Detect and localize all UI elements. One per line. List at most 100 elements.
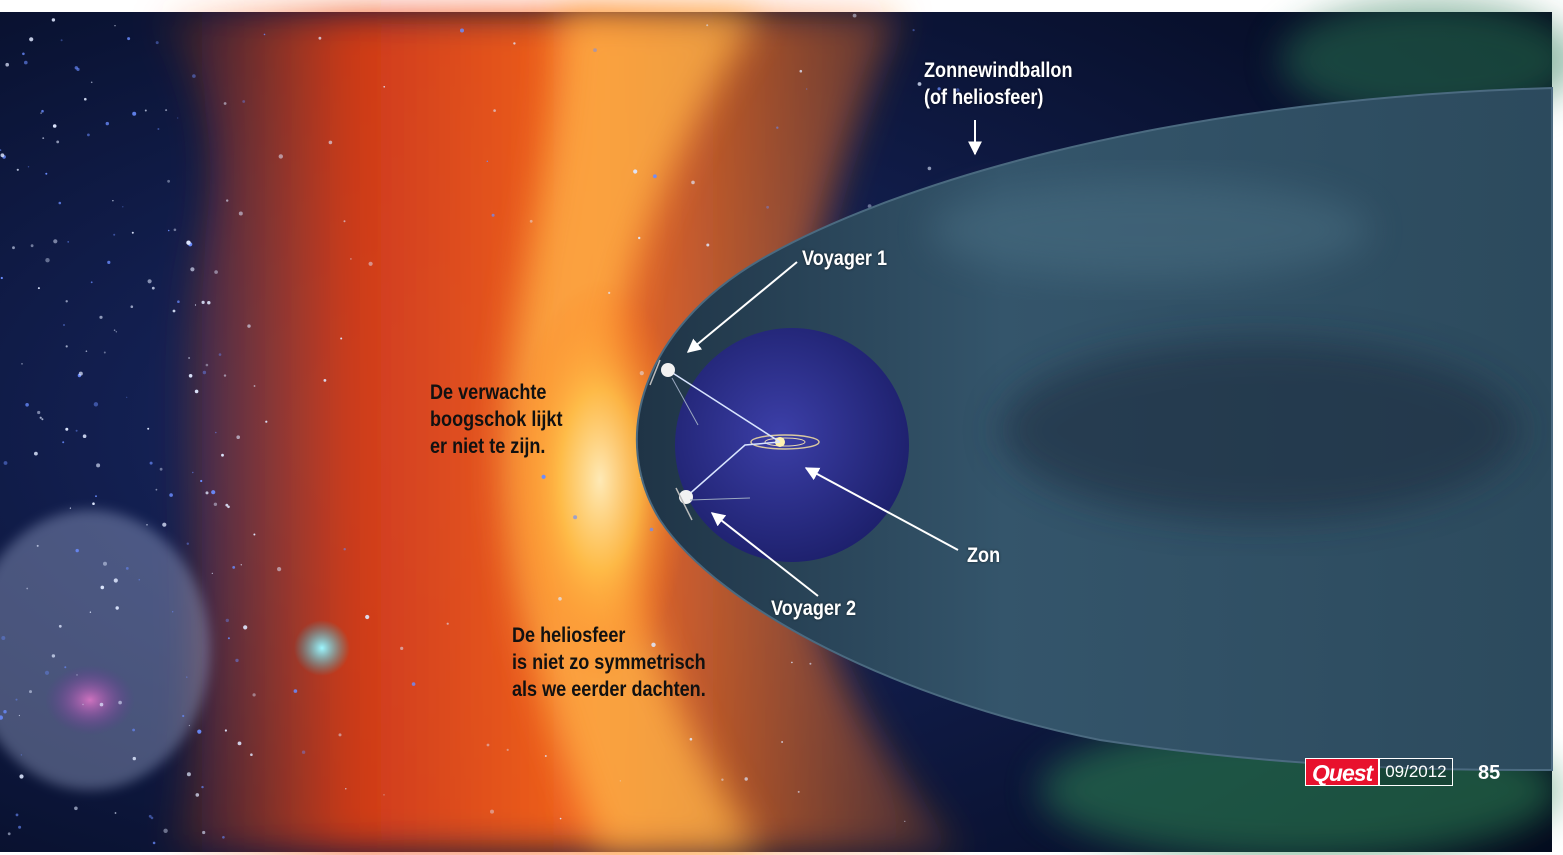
star bbox=[608, 291, 611, 294]
star bbox=[172, 611, 174, 613]
star bbox=[1, 636, 6, 640]
star bbox=[221, 453, 224, 457]
star bbox=[226, 199, 229, 202]
star bbox=[237, 741, 242, 746]
star bbox=[167, 179, 171, 183]
star bbox=[34, 451, 38, 456]
star bbox=[278, 154, 283, 159]
star bbox=[29, 690, 32, 694]
voyager2-arrow bbox=[710, 512, 819, 597]
inner-orbit bbox=[764, 437, 806, 447]
star bbox=[113, 578, 118, 583]
star bbox=[937, 87, 941, 91]
star bbox=[912, 29, 915, 32]
star bbox=[197, 729, 202, 734]
star bbox=[18, 825, 22, 829]
star bbox=[155, 41, 159, 45]
star bbox=[0, 276, 3, 280]
star bbox=[240, 564, 242, 566]
star bbox=[37, 287, 40, 290]
star bbox=[144, 109, 147, 112]
star bbox=[797, 790, 800, 793]
star bbox=[544, 755, 547, 757]
star bbox=[5, 62, 9, 67]
star bbox=[67, 241, 70, 243]
star bbox=[340, 337, 343, 340]
star bbox=[186, 240, 191, 245]
star bbox=[446, 622, 449, 625]
star bbox=[781, 741, 784, 743]
quest-logo: Quest bbox=[1305, 758, 1380, 786]
star bbox=[265, 420, 268, 423]
star bbox=[3, 461, 8, 465]
star bbox=[383, 86, 386, 88]
star bbox=[323, 379, 327, 382]
star bbox=[301, 750, 306, 754]
star bbox=[207, 301, 211, 305]
star bbox=[45, 258, 50, 263]
star bbox=[58, 201, 62, 205]
star bbox=[113, 329, 116, 332]
star bbox=[211, 490, 216, 495]
star bbox=[82, 703, 84, 706]
star bbox=[78, 371, 83, 376]
star bbox=[927, 166, 932, 171]
star bbox=[100, 585, 105, 590]
star bbox=[115, 606, 119, 610]
star bbox=[15, 813, 19, 817]
star bbox=[638, 236, 641, 240]
star bbox=[12, 246, 15, 250]
star bbox=[225, 618, 229, 623]
star bbox=[225, 503, 229, 507]
star bbox=[345, 788, 347, 790]
star bbox=[744, 777, 748, 781]
star bbox=[45, 172, 48, 175]
star bbox=[593, 48, 597, 52]
star bbox=[130, 305, 134, 309]
star bbox=[99, 315, 103, 319]
star bbox=[917, 82, 922, 86]
asymmetry-note: De heliosfeer is niet zo symmetrisch als… bbox=[512, 624, 706, 701]
star-cluster bbox=[0, 510, 210, 790]
star bbox=[343, 548, 346, 551]
star bbox=[491, 213, 495, 217]
star bbox=[29, 37, 34, 42]
star bbox=[82, 434, 87, 439]
star bbox=[247, 324, 251, 328]
star bbox=[172, 309, 176, 313]
star bbox=[201, 300, 205, 304]
star bbox=[115, 331, 118, 333]
star bbox=[122, 206, 124, 208]
star bbox=[62, 441, 65, 444]
star bbox=[107, 260, 111, 264]
star bbox=[152, 841, 156, 845]
star bbox=[706, 24, 709, 27]
star bbox=[188, 357, 191, 359]
star bbox=[85, 350, 88, 353]
star bbox=[188, 374, 193, 378]
issue-date: 09/2012 bbox=[1379, 758, 1453, 786]
star bbox=[529, 219, 533, 223]
star bbox=[39, 416, 42, 419]
star bbox=[649, 527, 654, 532]
star bbox=[65, 427, 69, 431]
star bbox=[195, 793, 200, 797]
magazine-footer: Quest 09/2012 bbox=[1305, 758, 1453, 786]
star bbox=[222, 836, 225, 839]
star bbox=[211, 572, 213, 575]
star bbox=[52, 124, 57, 128]
voyager2-label: Voyager 2 bbox=[771, 597, 856, 620]
star bbox=[96, 463, 101, 468]
star bbox=[194, 389, 199, 394]
star bbox=[41, 109, 44, 113]
star bbox=[383, 794, 385, 796]
star bbox=[559, 817, 562, 820]
voyager1-trajectory bbox=[667, 369, 781, 443]
star bbox=[573, 515, 578, 520]
star bbox=[89, 611, 92, 613]
voyager2-probe bbox=[675, 487, 751, 521]
star bbox=[493, 109, 496, 112]
star bbox=[146, 524, 148, 526]
star bbox=[200, 479, 203, 483]
voyager1-label: Voyager 1 bbox=[802, 247, 887, 270]
